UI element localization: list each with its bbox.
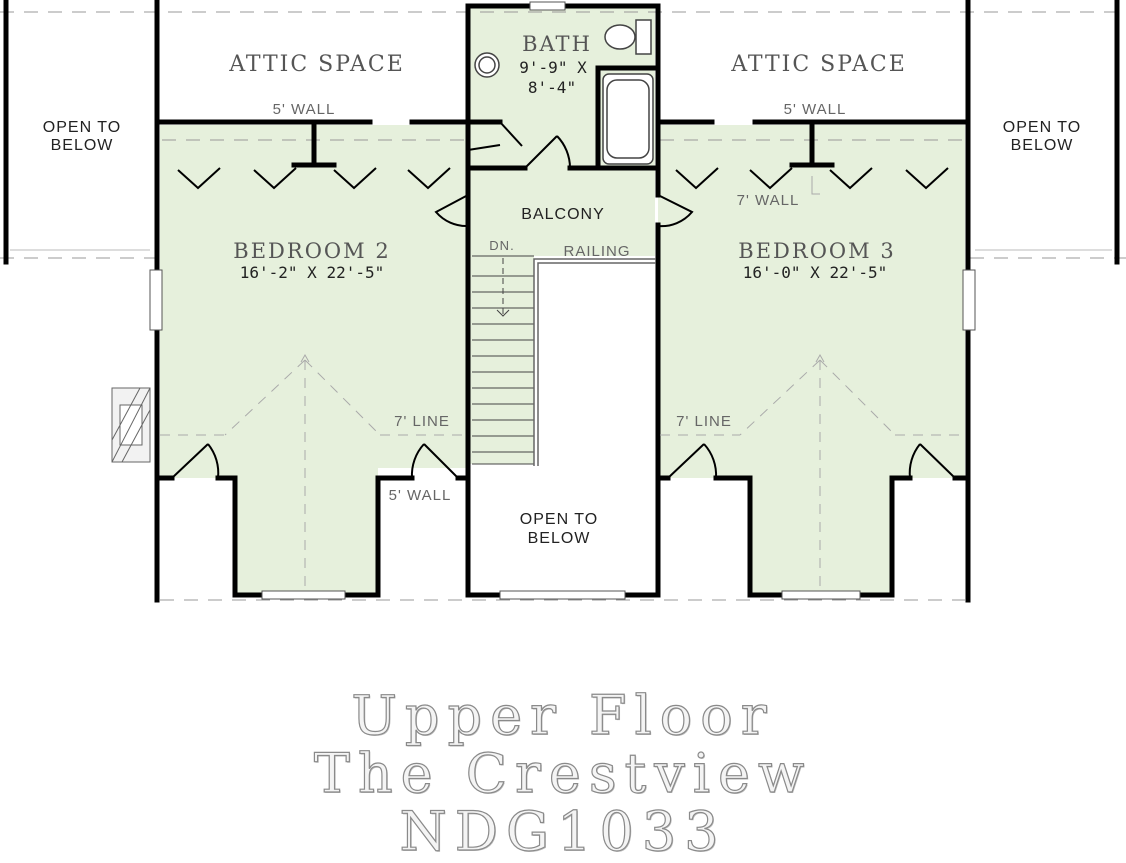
bedroom-3-label: BEDROOM 3	[738, 239, 895, 263]
bath-dim-1: 9'-9" X	[519, 58, 587, 77]
attic-left-label: ATTIC SPACE	[228, 52, 405, 77]
attic-right-label: ATTIC SPACE	[730, 52, 907, 77]
ceiling-lines	[160, 359, 963, 590]
open-left-line-1: OPEN TO	[43, 119, 121, 136]
windows	[149, 1, 976, 600]
stair-down-note: DN.	[489, 238, 514, 253]
tub-icon	[602, 73, 654, 165]
title-upper-floor: Upper Floor	[351, 683, 775, 747]
bedroom-3-dim: 16'-0" X 22'-5"	[743, 263, 888, 282]
bedroom-2-fill	[160, 125, 468, 595]
walls	[3, 0, 1120, 603]
open-left-line-2: BELOW	[51, 137, 114, 154]
open-right-line-1: OPEN TO	[1003, 119, 1081, 136]
toilet-bowl-icon	[604, 24, 636, 50]
bedroom-2-label: BEDROOM 2	[233, 239, 390, 263]
bedroom-2-dim: 16'-2" X 22'-5"	[240, 263, 385, 282]
bath-dim-2: 8'-4"	[528, 78, 576, 97]
balcony-fill	[470, 168, 655, 256]
stair-fill	[470, 256, 534, 464]
vault-arrows	[300, 176, 825, 363]
balcony-label: BALCONY	[521, 206, 604, 223]
wall-5-left-note: 5' WALL	[273, 101, 336, 118]
bath-label: BATH	[522, 32, 592, 56]
closet-doors	[177, 167, 949, 190]
line-7-left-note: 7' LINE	[394, 413, 450, 430]
chimney	[111, 387, 151, 463]
toilet-tank-icon	[635, 19, 652, 55]
line-7-right-note: 7' LINE	[676, 413, 732, 430]
railing	[533, 258, 656, 466]
title-plan-name: The Crestview	[313, 741, 813, 805]
swing-doors	[171, 121, 956, 479]
open-center-line-2: BELOW	[528, 530, 591, 547]
bath-fixtures	[474, 19, 654, 165]
wall-7-right-note: 7' WALL	[737, 192, 800, 209]
title-plan-number: NDG1033	[399, 799, 727, 863]
bedroom-3-fill	[658, 125, 965, 595]
railing-note: RAILING	[563, 243, 630, 260]
open-right-line-2: BELOW	[1011, 137, 1074, 154]
open-center-line-1: OPEN TO	[520, 511, 598, 528]
wall-5-bottom-note: 5' WALL	[389, 487, 452, 504]
wall-5-right-note: 5' WALL	[784, 101, 847, 118]
stairs	[472, 255, 534, 465]
